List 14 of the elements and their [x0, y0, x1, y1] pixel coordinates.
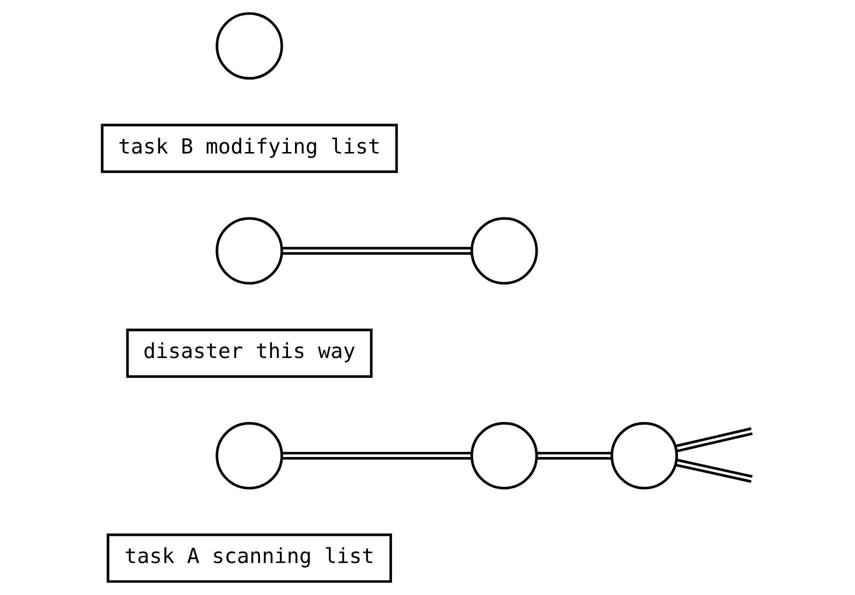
node-box: task A scanning list: [106, 534, 392, 583]
node-circle: [216, 422, 284, 490]
connector: [675, 458, 753, 483]
node-circle: [216, 12, 284, 80]
node-circle: [216, 217, 284, 285]
node-box: disaster this way: [126, 328, 373, 378]
node-circle: [610, 422, 678, 490]
connector: [536, 452, 612, 460]
connector: [282, 452, 472, 460]
connector: [282, 246, 472, 255]
node-circle: [470, 422, 538, 490]
node-box: task B modifying list: [100, 124, 398, 173]
node-circle: [470, 217, 538, 285]
connector: [675, 427, 753, 452]
